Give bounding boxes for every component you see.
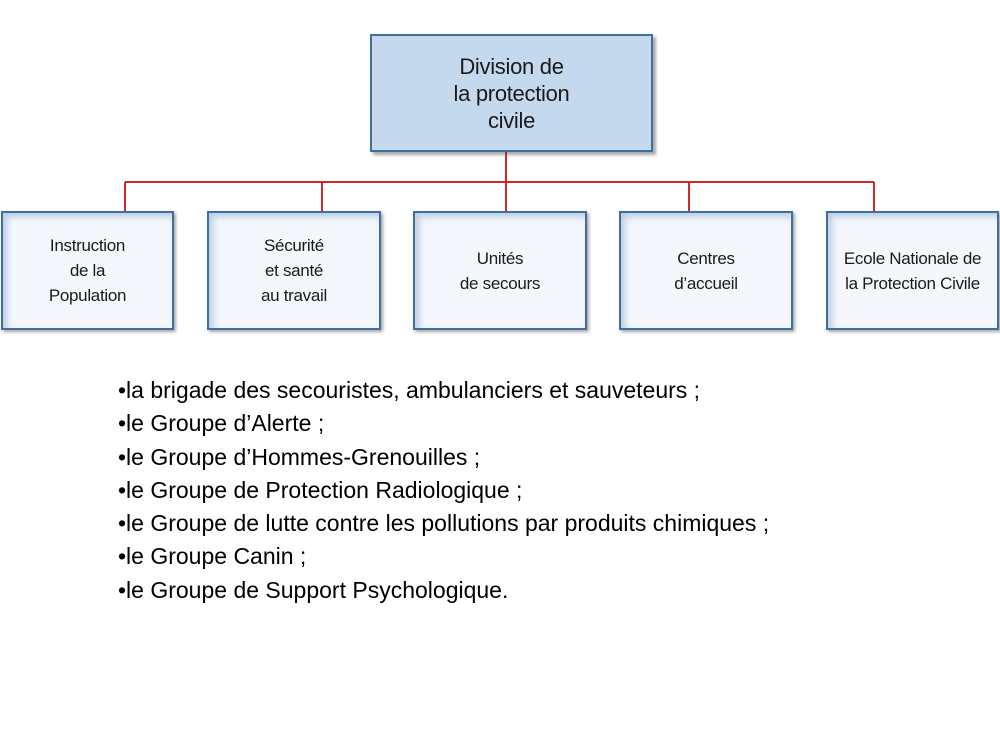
org-box-securite-sante-travail: Sécurité et santé au travail xyxy=(207,211,381,330)
org-box-ecole-nationale-protection-civile: Ecole Nationale de la Protection Civile xyxy=(826,211,999,330)
list-item: •le Groupe de Support Psychologique. xyxy=(118,576,509,603)
org-box-unites-secours: Unités de secours xyxy=(413,211,587,330)
org-box-label: Sécurité et santé au travail xyxy=(261,236,327,305)
list-item: •le Groupe d’Hommes-Grenouilles ; xyxy=(118,443,481,470)
org-box-label: Division de la protection civile xyxy=(453,53,570,133)
org-box-centres-accueil: Centres d’accueil xyxy=(619,211,793,330)
unit-bullet-list: •la brigade des secouristes, ambulancier… xyxy=(118,374,769,607)
list-item: •le Groupe de lutte contre les pollution… xyxy=(118,510,770,537)
org-box-division-protection-civile: Division de la protection civile xyxy=(370,34,653,152)
org-chart: Division de la protection civile Instruc… xyxy=(0,0,1000,340)
org-chart-connectors xyxy=(124,152,875,211)
list-item: •le Groupe d’Alerte ; xyxy=(118,410,325,437)
list-item: •le Groupe de Protection Radiologique ; xyxy=(118,476,523,503)
list-item: •le Groupe Canin ; xyxy=(118,543,307,570)
org-box-instruction-population: Instruction de la Population xyxy=(1,211,174,330)
org-box-label: Unités de secours xyxy=(459,248,541,293)
org-box-label: Instruction de la Population xyxy=(48,236,127,305)
org-box-label: Ecole Nationale de la Protection Civile xyxy=(843,248,982,293)
org-box-label: Centres d’accueil xyxy=(674,248,738,293)
list-item: •la brigade des secouristes, ambulancier… xyxy=(118,377,701,403)
